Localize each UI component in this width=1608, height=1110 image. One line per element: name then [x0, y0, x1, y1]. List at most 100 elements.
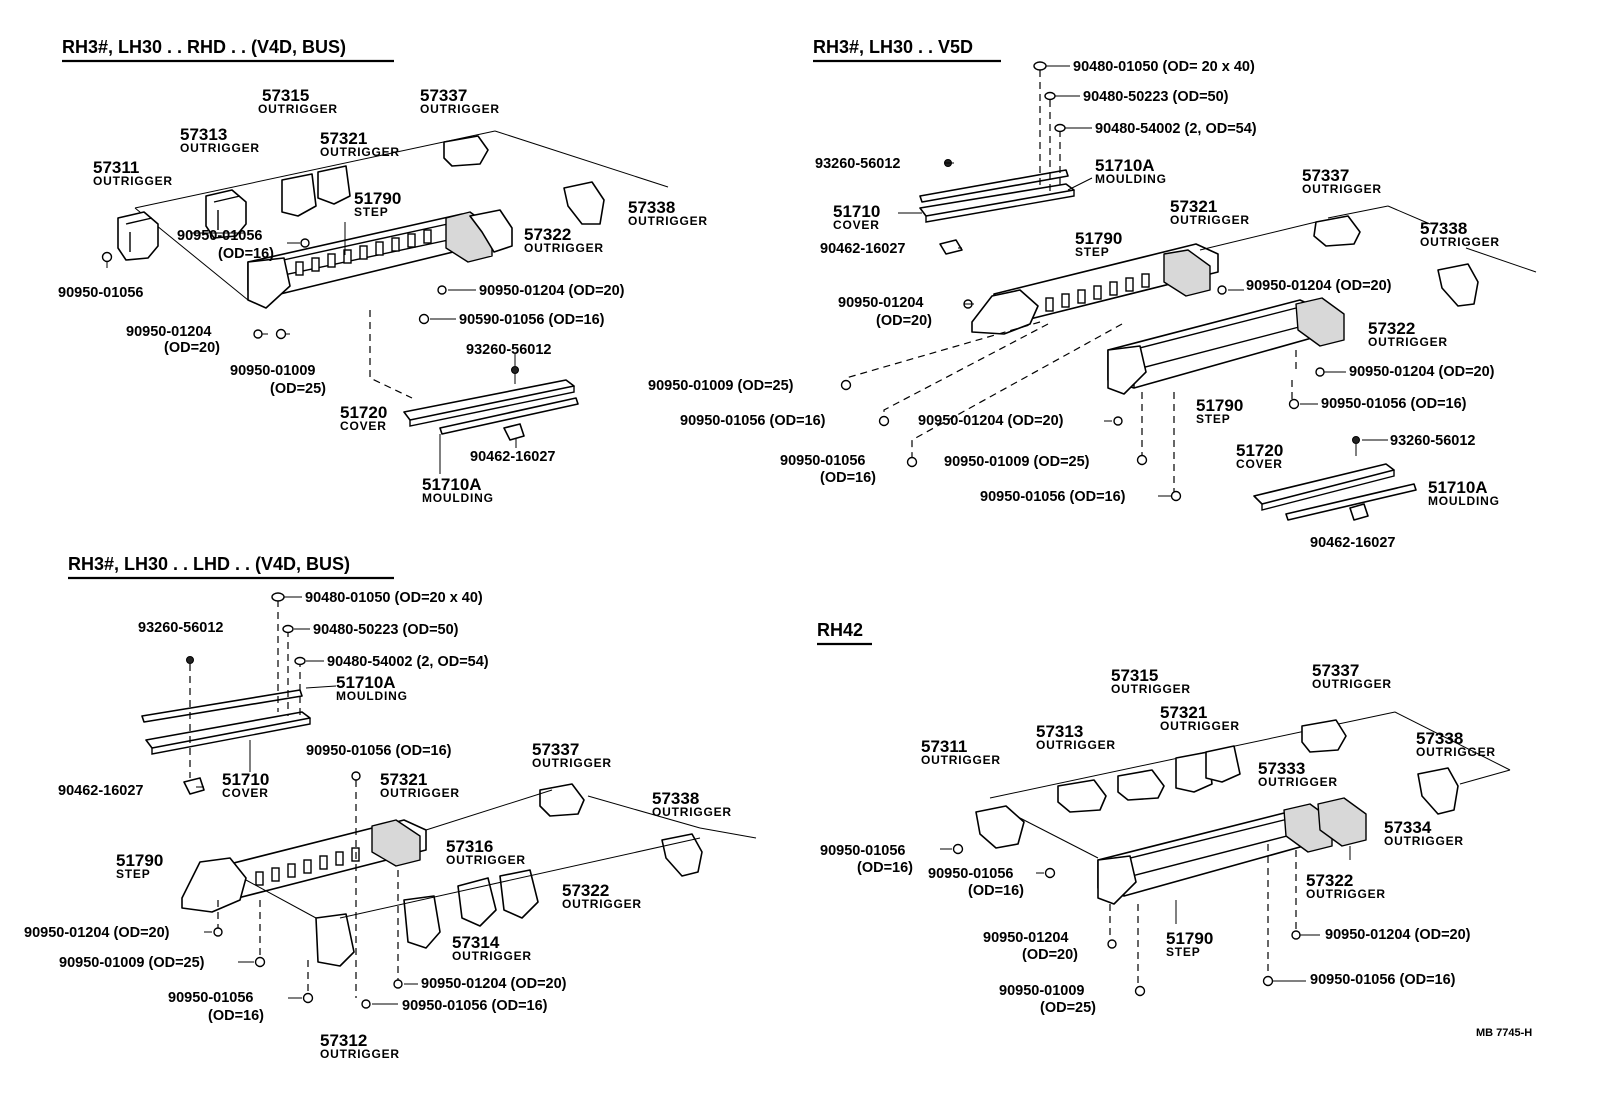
label-description: OUTRIGGER — [1384, 834, 1464, 848]
label-description: OUTRIGGER — [93, 174, 173, 188]
rhd-assembly-drawing — [101, 130, 669, 474]
label-description: OUTRIGGER — [921, 753, 1001, 767]
part-number: 90950-01204 — [126, 324, 211, 340]
label-number: 57322 — [562, 881, 609, 900]
part-spec: (OD=20) — [164, 340, 220, 356]
label-description: COVER — [222, 786, 269, 800]
label-description: OUTRIGGER — [1170, 213, 1250, 227]
part-number: 90950-01056 (OD=16) — [306, 743, 452, 759]
part-number: 90950-01056 (OD=16) — [980, 489, 1126, 505]
label-description: MOULDING — [1095, 172, 1167, 186]
rhd-callouts: 57315 OUTRIGGER 57337 OUTRIGGER 57313 OU… — [58, 86, 707, 505]
part-number: 90950-01056 — [177, 228, 262, 244]
label-description: MOULDING — [336, 689, 408, 703]
label-number: 57338 — [652, 789, 699, 808]
label-number: 57314 — [452, 933, 500, 952]
part-number: 90480-50223 (OD=50) — [313, 622, 459, 638]
section-rh42: RH42 — [817, 620, 1511, 1016]
label-description: OUTRIGGER — [1036, 738, 1116, 752]
lhd-assembly-drawing — [141, 592, 757, 1009]
label-number: 57321 — [1170, 197, 1217, 216]
section-v5d: RH3#, LH30 . . V5D — [648, 37, 1537, 551]
label-number: 57337 — [532, 740, 579, 759]
part-number: 93260-56012 — [1390, 433, 1475, 449]
part-number: 90950-01009 — [230, 363, 315, 379]
part-spec: (OD=16) — [208, 1008, 264, 1024]
section-heading: RH42 — [817, 620, 863, 640]
part-number: 90950-01056 — [780, 453, 865, 469]
section-rhd-v4d-bus: RH3#, LH30 . . RHD . . (V4D, BUS) — [58, 37, 707, 505]
label-description: OUTRIGGER — [1306, 887, 1386, 901]
label-description: OUTRIGGER — [258, 102, 338, 116]
part-number: 90462-16027 — [470, 449, 555, 465]
v5d-assembly-drawing — [840, 61, 1537, 521]
label-number: 51790 — [354, 189, 401, 208]
label-description: OUTRIGGER — [380, 786, 460, 800]
v5d-callouts: 51710A MOULDING 51710 COVER 57321 OUTRIG… — [648, 59, 1500, 551]
part-number: 90950-01009 — [999, 983, 1084, 999]
part-number: 90950-01204 (OD=20) — [1349, 364, 1495, 380]
label-description: OUTRIGGER — [1312, 677, 1392, 691]
label-number: 57321 — [380, 770, 427, 789]
part-number: 90950-01056 (OD=16) — [680, 413, 826, 429]
part-number: 93260-56012 — [815, 156, 900, 172]
label-description: OUTRIGGER — [452, 949, 532, 963]
label-description: OUTRIGGER — [446, 853, 526, 867]
part-number: 90462-16027 — [1310, 535, 1395, 551]
label-number: 57337 — [1302, 166, 1349, 185]
label-description: OUTRIGGER — [562, 897, 642, 911]
diagram-reference: MB 7745-H — [1476, 1027, 1532, 1039]
label-description: OUTRIGGER — [524, 241, 604, 255]
label-number: 57321 — [1160, 703, 1207, 722]
label-number: 57311 — [93, 158, 139, 177]
label-description: OUTRIGGER — [1302, 182, 1382, 196]
label-number: 57322 — [524, 225, 571, 244]
part-number: 90462-16027 — [820, 241, 905, 257]
label-number: 51710A — [1095, 156, 1155, 175]
label-number: 57315 — [262, 86, 309, 105]
label-number: 57312 — [320, 1031, 367, 1050]
part-number: 90950-01056 — [820, 843, 905, 859]
label-number: 57322 — [1368, 319, 1415, 338]
part-spec: (OD=25) — [270, 381, 326, 397]
label-description: COVER — [1236, 457, 1283, 471]
label-number: 51790 — [116, 851, 163, 870]
section-lhd-v4d-bus: RH3#, LH30 . . LHD . . (V4D, BUS) — [24, 554, 757, 1061]
label-description: STEP — [1196, 412, 1231, 426]
rh42-callouts: 57315 OUTRIGGER 57337 OUTRIGGER 57313 OU… — [820, 661, 1495, 1016]
label-number: 57338 — [1420, 219, 1467, 238]
part-number: 90950-01204 — [983, 930, 1068, 946]
label-description: OUTRIGGER — [1111, 682, 1191, 696]
section-heading: RH3#, LH30 . . V5D — [813, 37, 973, 57]
part-spec: (OD=16) — [820, 470, 876, 486]
part-number: 90950-01056 — [58, 285, 143, 301]
label-description: OUTRIGGER — [1258, 775, 1338, 789]
part-number: 93260-56012 — [138, 620, 223, 636]
label-number: 51790 — [1075, 229, 1122, 248]
label-description: COVER — [340, 419, 387, 433]
part-number: 90950-01204 (OD=20) — [24, 925, 170, 941]
part-number: 90950-01056 (OD=16) — [1321, 396, 1467, 412]
part-number: 90480-50223 (OD=50) — [1083, 89, 1229, 105]
label-description: STEP — [354, 205, 389, 219]
part-number: 90950-01056 (OD=16) — [1310, 972, 1456, 988]
label-description: STEP — [1075, 245, 1110, 259]
label-description: OUTRIGGER — [1368, 335, 1448, 349]
part-number: 90950-01009 (OD=25) — [648, 378, 794, 394]
label-number: 51790 — [1196, 396, 1243, 415]
label-number: 57337 — [420, 86, 467, 105]
label-number: 57321 — [320, 129, 367, 148]
label-description: STEP — [116, 867, 151, 881]
part-number: 90480-54002 (2, OD=54) — [1095, 121, 1257, 137]
part-number: 90950-01204 — [838, 295, 923, 311]
part-number: 90950-01204 (OD=20) — [1325, 927, 1471, 943]
label-description: OUTRIGGER — [1420, 235, 1500, 249]
label-number: 57313 — [1036, 722, 1083, 741]
part-number: 90590-01056 (OD=16) — [459, 312, 605, 328]
part-spec: (OD=20) — [876, 313, 932, 329]
part-spec: (OD=25) — [1040, 1000, 1096, 1016]
label-description: COVER — [833, 218, 880, 232]
part-number: 90950-01009 (OD=25) — [59, 955, 205, 971]
label-description: OUTRIGGER — [420, 102, 500, 116]
section-heading: RH3#, LH30 . . LHD . . (V4D, BUS) — [68, 554, 350, 574]
